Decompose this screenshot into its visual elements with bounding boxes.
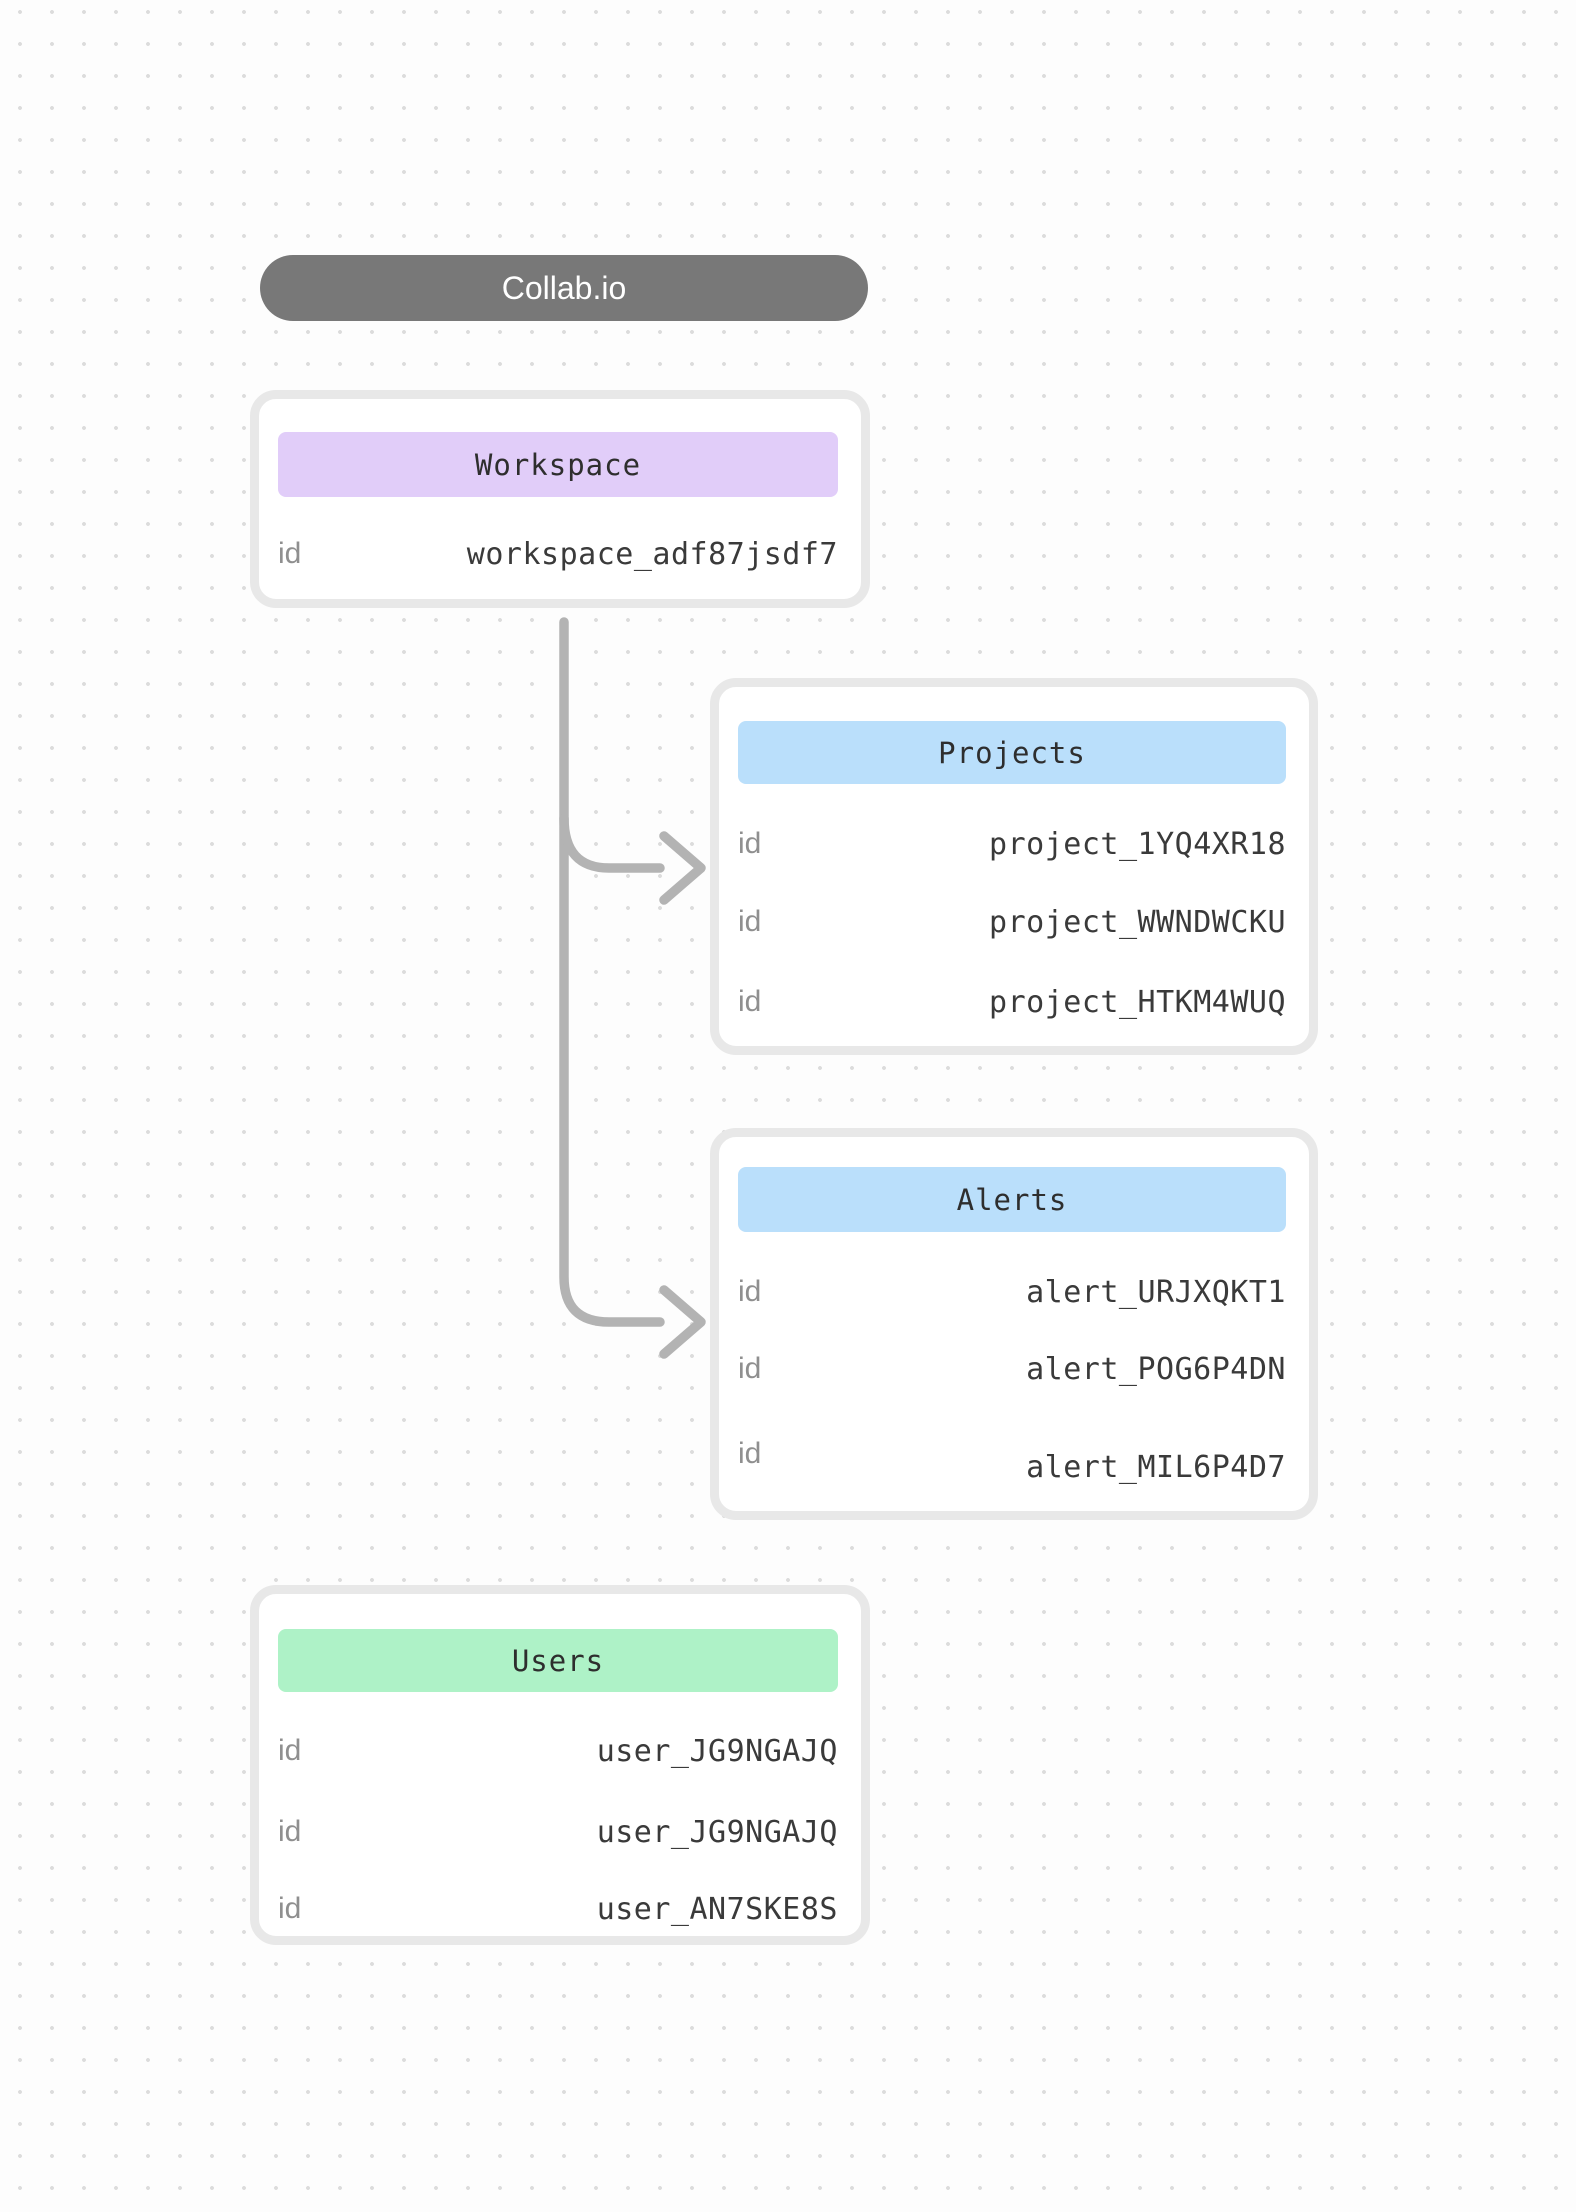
field-value: user_JG9NGAJQ [596,1814,838,1850]
table-row: id alert_POG6P4DN [738,1346,1286,1392]
field-value: user_JG9NGAJQ [596,1733,838,1769]
field-value: alert_POG6P4DN [1026,1351,1286,1387]
field-value: alert_MIL6P4D7 [1026,1449,1286,1485]
app-title: Collab.io [501,269,627,306]
table-row: id user_JG9NGAJQ [278,1809,838,1855]
field-key: id [738,1352,762,1385]
alerts-card-header: Alerts [738,1167,1286,1232]
arrowhead-alerts-icon [659,1285,706,1359]
alerts-card-title: Alerts [956,1182,1068,1217]
users-card-header: Users [278,1629,838,1692]
table-row: id user_AN7SKE8S [278,1886,838,1932]
workspace-card-header: Workspace [278,432,838,497]
projects-card-header: Projects [738,721,1286,784]
table-row: id alert_MIL6P4D7 [738,1431,1286,1485]
arrowhead-projects-icon [659,831,706,905]
field-key: id [278,537,302,570]
field-value: alert_URJXQKT1 [1026,1274,1286,1310]
workspace-card-title: Workspace [474,447,642,482]
table-row: id workspace_adf87jsdf7 [278,531,838,577]
field-value: project_1YQ4XR18 [989,826,1286,862]
field-value: user_AN7SKE8S [596,1891,838,1927]
table-row: id project_HTKM4WUQ [738,979,1286,1025]
app-title-pill[interactable]: Collab.io [260,255,868,321]
field-key: id [738,827,762,860]
users-card-title: Users [511,1643,605,1678]
table-row: id user_JG9NGAJQ [278,1728,838,1774]
edge-workspace-to-projects [559,813,665,873]
field-key: id [738,1275,762,1308]
field-value: project_HTKM4WUQ [989,984,1286,1020]
field-key: id [278,1892,302,1925]
table-row: id project_1YQ4XR18 [738,821,1286,867]
field-key: id [738,1437,762,1470]
field-key: id [738,905,762,938]
table-row: id alert_URJXQKT1 [738,1269,1286,1315]
field-value: project_WWNDWCKU [989,904,1286,940]
projects-card-title: Projects [938,735,1086,770]
projects-card[interactable]: Projects id project_1YQ4XR18 id project_… [710,678,1318,1055]
field-key: id [738,985,762,1018]
alerts-card[interactable]: Alerts id alert_URJXQKT1 id alert_POG6P4… [710,1128,1318,1520]
table-row: id project_WWNDWCKU [738,899,1286,945]
field-key: id [278,1734,302,1767]
field-key: id [278,1815,302,1848]
edge-workspace-to-alerts [559,617,665,1327]
users-card[interactable]: Users id user_JG9NGAJQ id user_JG9NGAJQ … [250,1585,870,1945]
workspace-card[interactable]: Workspace id workspace_adf87jsdf7 [250,390,870,608]
field-value: workspace_adf87jsdf7 [466,536,838,572]
